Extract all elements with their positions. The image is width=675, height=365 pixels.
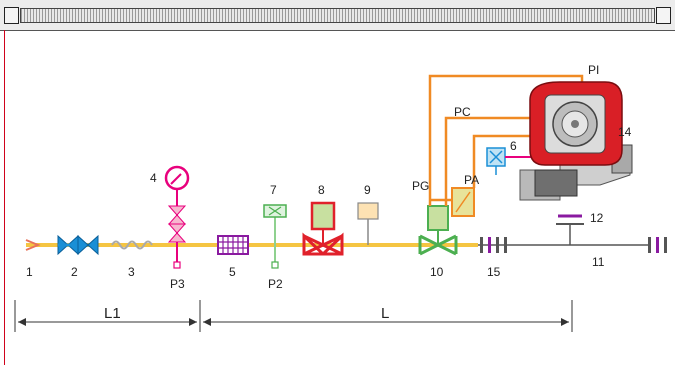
label-l1: L1	[104, 305, 121, 322]
label-2: 2	[71, 265, 78, 279]
pressure-tap-icon	[173, 261, 181, 269]
safety-valve-actuator-icon	[310, 201, 336, 231]
anti-vibration-joint-icon	[111, 240, 153, 250]
inlet-icon	[25, 239, 41, 251]
gauge-needle	[170, 173, 182, 185]
gas-filter-mesh	[218, 236, 248, 254]
label-8: 8	[318, 183, 325, 197]
pc-pressure-line	[444, 116, 540, 206]
pa-pressure-line	[472, 134, 536, 188]
label-5: 5	[229, 265, 236, 279]
pressure-tap-icon	[271, 261, 279, 269]
gas-pressure-switch-icon	[357, 202, 379, 220]
page-margin-line	[4, 30, 5, 365]
flange-icon	[648, 237, 651, 253]
multibloc-actuator-icon	[427, 205, 449, 231]
label-4: 4	[150, 171, 157, 185]
label-12: 12	[590, 211, 604, 225]
label-p2: P2	[268, 277, 283, 291]
titlebar-grip[interactable]	[20, 8, 655, 23]
label-6: 6	[510, 139, 517, 153]
label-1: 1	[26, 265, 33, 279]
safety-valve-body	[303, 234, 343, 256]
label-p3: P3	[170, 277, 185, 291]
flange-icon	[656, 237, 659, 253]
flange-icon	[664, 237, 667, 253]
label-pg: PG	[412, 179, 429, 193]
manual-valve-icon	[77, 234, 99, 256]
window-titlebar[interactable]	[0, 0, 675, 31]
window-box-icon[interactable]	[4, 7, 19, 24]
air-pressure-switch-cross	[489, 150, 503, 164]
pressure-switch-cross	[268, 206, 282, 216]
flange-icon	[488, 237, 491, 253]
safety-valve-icon	[302, 232, 344, 256]
flange-icon	[480, 237, 483, 253]
label-3: 3	[128, 265, 135, 279]
label-15: 15	[487, 265, 501, 279]
label-14: 14	[618, 125, 632, 139]
window-box-icon[interactable]	[656, 7, 671, 24]
label-pi: PI	[588, 63, 599, 77]
label-pc: PC	[454, 105, 471, 119]
label-11: 11	[592, 255, 605, 269]
label-10: 10	[430, 265, 444, 279]
gauge-valve-icon	[167, 223, 187, 243]
label-9: 9	[364, 183, 371, 197]
label-pa: PA	[464, 173, 479, 187]
flange-icon	[496, 237, 499, 253]
multibloc-valve-icon	[418, 234, 458, 256]
burner-icon	[519, 81, 633, 201]
label-l: L	[381, 305, 389, 322]
label-7: 7	[270, 183, 277, 197]
gauge-valve-icon	[167, 205, 187, 225]
pa-pressure-diagonal	[455, 191, 471, 213]
flange-icon	[504, 237, 507, 253]
